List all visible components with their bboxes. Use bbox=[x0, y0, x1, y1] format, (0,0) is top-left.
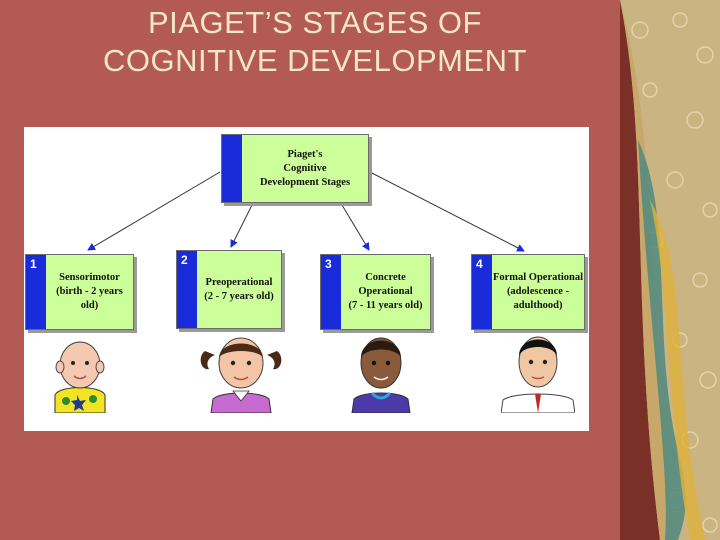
stage-detail-3b: (7 - 11 years old) bbox=[348, 300, 423, 311]
slide-title: PIAGET’S STAGES OF COGNITIVE DEVELOPMENT bbox=[30, 4, 600, 80]
slide-title-line-2: COGNITIVE DEVELOPMENT bbox=[103, 43, 527, 78]
arrow-to-stage-2 bbox=[230, 204, 253, 248]
root-node-line-1: Piaget's bbox=[287, 148, 323, 160]
stage-node-3: 3 Concrete Operational (7 - 11 years old… bbox=[320, 254, 431, 330]
stage-node-2: 2 Preoperational (2 - 7 years old) bbox=[176, 250, 282, 329]
decorative-side-border bbox=[620, 0, 720, 540]
stage-detail-2a: (2 - 7 years old) bbox=[204, 290, 274, 302]
stage-name-4: Formal Operational bbox=[492, 272, 584, 283]
stage-number-2: 2 bbox=[181, 253, 188, 267]
slide-title-line-1: PIAGET’S STAGES OF bbox=[148, 5, 482, 40]
root-node: Piaget's Cognitive Development Stages bbox=[221, 134, 369, 203]
stage-detail-1a: (birth - 2 years bbox=[56, 286, 123, 297]
root-node-bar bbox=[222, 135, 242, 202]
connector-arrows bbox=[87, 171, 525, 252]
stage-name-3: Concrete bbox=[365, 272, 406, 283]
boy-illustration bbox=[351, 337, 411, 413]
stage-detail-3a: Operational bbox=[358, 286, 413, 297]
adult-illustration bbox=[501, 336, 575, 413]
stage-name-1: Sensorimotor bbox=[59, 272, 120, 283]
stage-node-1: 1 Sensorimotor (birth - 2 years old) bbox=[25, 254, 134, 330]
arrow-to-stage-1 bbox=[87, 171, 221, 251]
arrow-to-stage-3 bbox=[341, 204, 370, 251]
arrow-to-stage-4 bbox=[369, 171, 525, 252]
stage-detail-1b: old) bbox=[80, 300, 99, 311]
stage-detail-4a: (adolescence - bbox=[506, 286, 570, 297]
stage-name-2: Preoperational bbox=[205, 276, 273, 288]
stage-detail-4b: adulthood) bbox=[513, 300, 563, 311]
stage-node-3-bar bbox=[321, 255, 341, 329]
root-node-line-2: Cognitive bbox=[283, 162, 327, 174]
root-node-line-3: Development Stages bbox=[259, 176, 351, 188]
stage-number-3: 3 bbox=[325, 257, 332, 271]
stage-number-4: 4 bbox=[476, 257, 483, 271]
stage-node-4-bar bbox=[472, 255, 492, 329]
stage-node-1-bar bbox=[26, 255, 46, 329]
stage-node-4: 4 Formal Operational (adolescence - adul… bbox=[471, 254, 585, 330]
baby-illustration bbox=[54, 341, 106, 413]
stage-number-1: 1 bbox=[30, 257, 37, 271]
diagram-panel: Piaget's Cognitive Development Stages 1 … bbox=[24, 127, 589, 431]
stage-node-2-bar bbox=[177, 251, 197, 328]
girl-illustration bbox=[200, 337, 282, 413]
